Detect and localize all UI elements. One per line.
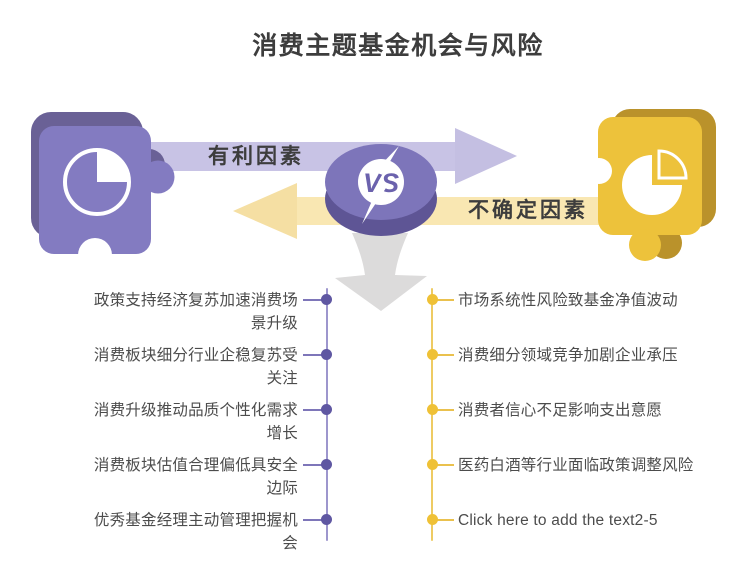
page-title: 消费主题基金机会与风险: [252, 32, 544, 60]
connector-line: [303, 409, 323, 411]
uncertain-list-item: 医药白酒等行业面临政策调整风险: [458, 457, 694, 474]
uncertain-list-item: 市场系统性风险致基金净值波动: [458, 292, 678, 309]
favorable-list-item: 政策支持经济复苏加速消费场景升级: [93, 292, 298, 332]
favorable-arrow-head-icon: [455, 128, 517, 184]
favorable-list-item: 消费板块估值合理偏低具安全边际: [93, 457, 298, 497]
timeline-dot: [321, 459, 332, 470]
placeholder-text-item[interactable]: Click here to add the text2-5: [458, 512, 658, 529]
timeline-dot: [427, 404, 438, 415]
connector-line: [434, 519, 454, 521]
puzzle-piece-pie-chart-icon-right: [590, 109, 716, 261]
timeline-dot: [321, 514, 332, 525]
uncertain-list: 市场系统性风险致基金净值波动 消费细分领域竞争加剧企业承压 消费者信心不足影响支…: [458, 0, 698, 588]
connector-line: [303, 519, 323, 521]
connector-line: [434, 354, 454, 356]
puzzle-piece-pie-chart-icon-left: [31, 112, 175, 266]
uncertain-arrow-label: 不确定因素: [468, 199, 588, 222]
vs-lightning-badge-icon: VS: [325, 144, 437, 236]
timeline-dot: [427, 514, 438, 525]
down-arrow-funnel-icon: [335, 233, 427, 311]
connector-line: [303, 354, 323, 356]
timeline-dot: [321, 294, 332, 305]
uncertain-list-item: 消费细分领域竞争加剧企业承压: [458, 347, 678, 364]
connector-line: [434, 464, 454, 466]
uncertain-list-item: 消费者信心不足影响支出意愿: [458, 402, 663, 419]
favorable-list: 政策支持经济复苏加速消费场景升级 消费板块细分行业企稳复苏受关注 消费升级推动品…: [82, 0, 298, 588]
timeline-dot: [321, 404, 332, 415]
timeline-dot: [321, 349, 332, 360]
connector-line: [434, 299, 454, 301]
uncertain-arrow-head-icon: [233, 183, 297, 239]
connector-line: [303, 299, 323, 301]
timeline-dot: [427, 459, 438, 470]
favorable-arrow-label: 有利因素: [208, 145, 304, 168]
timeline-dot: [427, 294, 438, 305]
timeline-dot: [427, 349, 438, 360]
favorable-list-item: 优秀基金经理主动管理把握机会: [93, 512, 298, 552]
connector-line: [303, 464, 323, 466]
favorable-list-item: 消费升级推动品质个性化需求增长: [93, 402, 298, 442]
favorable-list-item: 消费板块细分行业企稳复苏受关注: [93, 347, 298, 387]
connector-line: [434, 409, 454, 411]
